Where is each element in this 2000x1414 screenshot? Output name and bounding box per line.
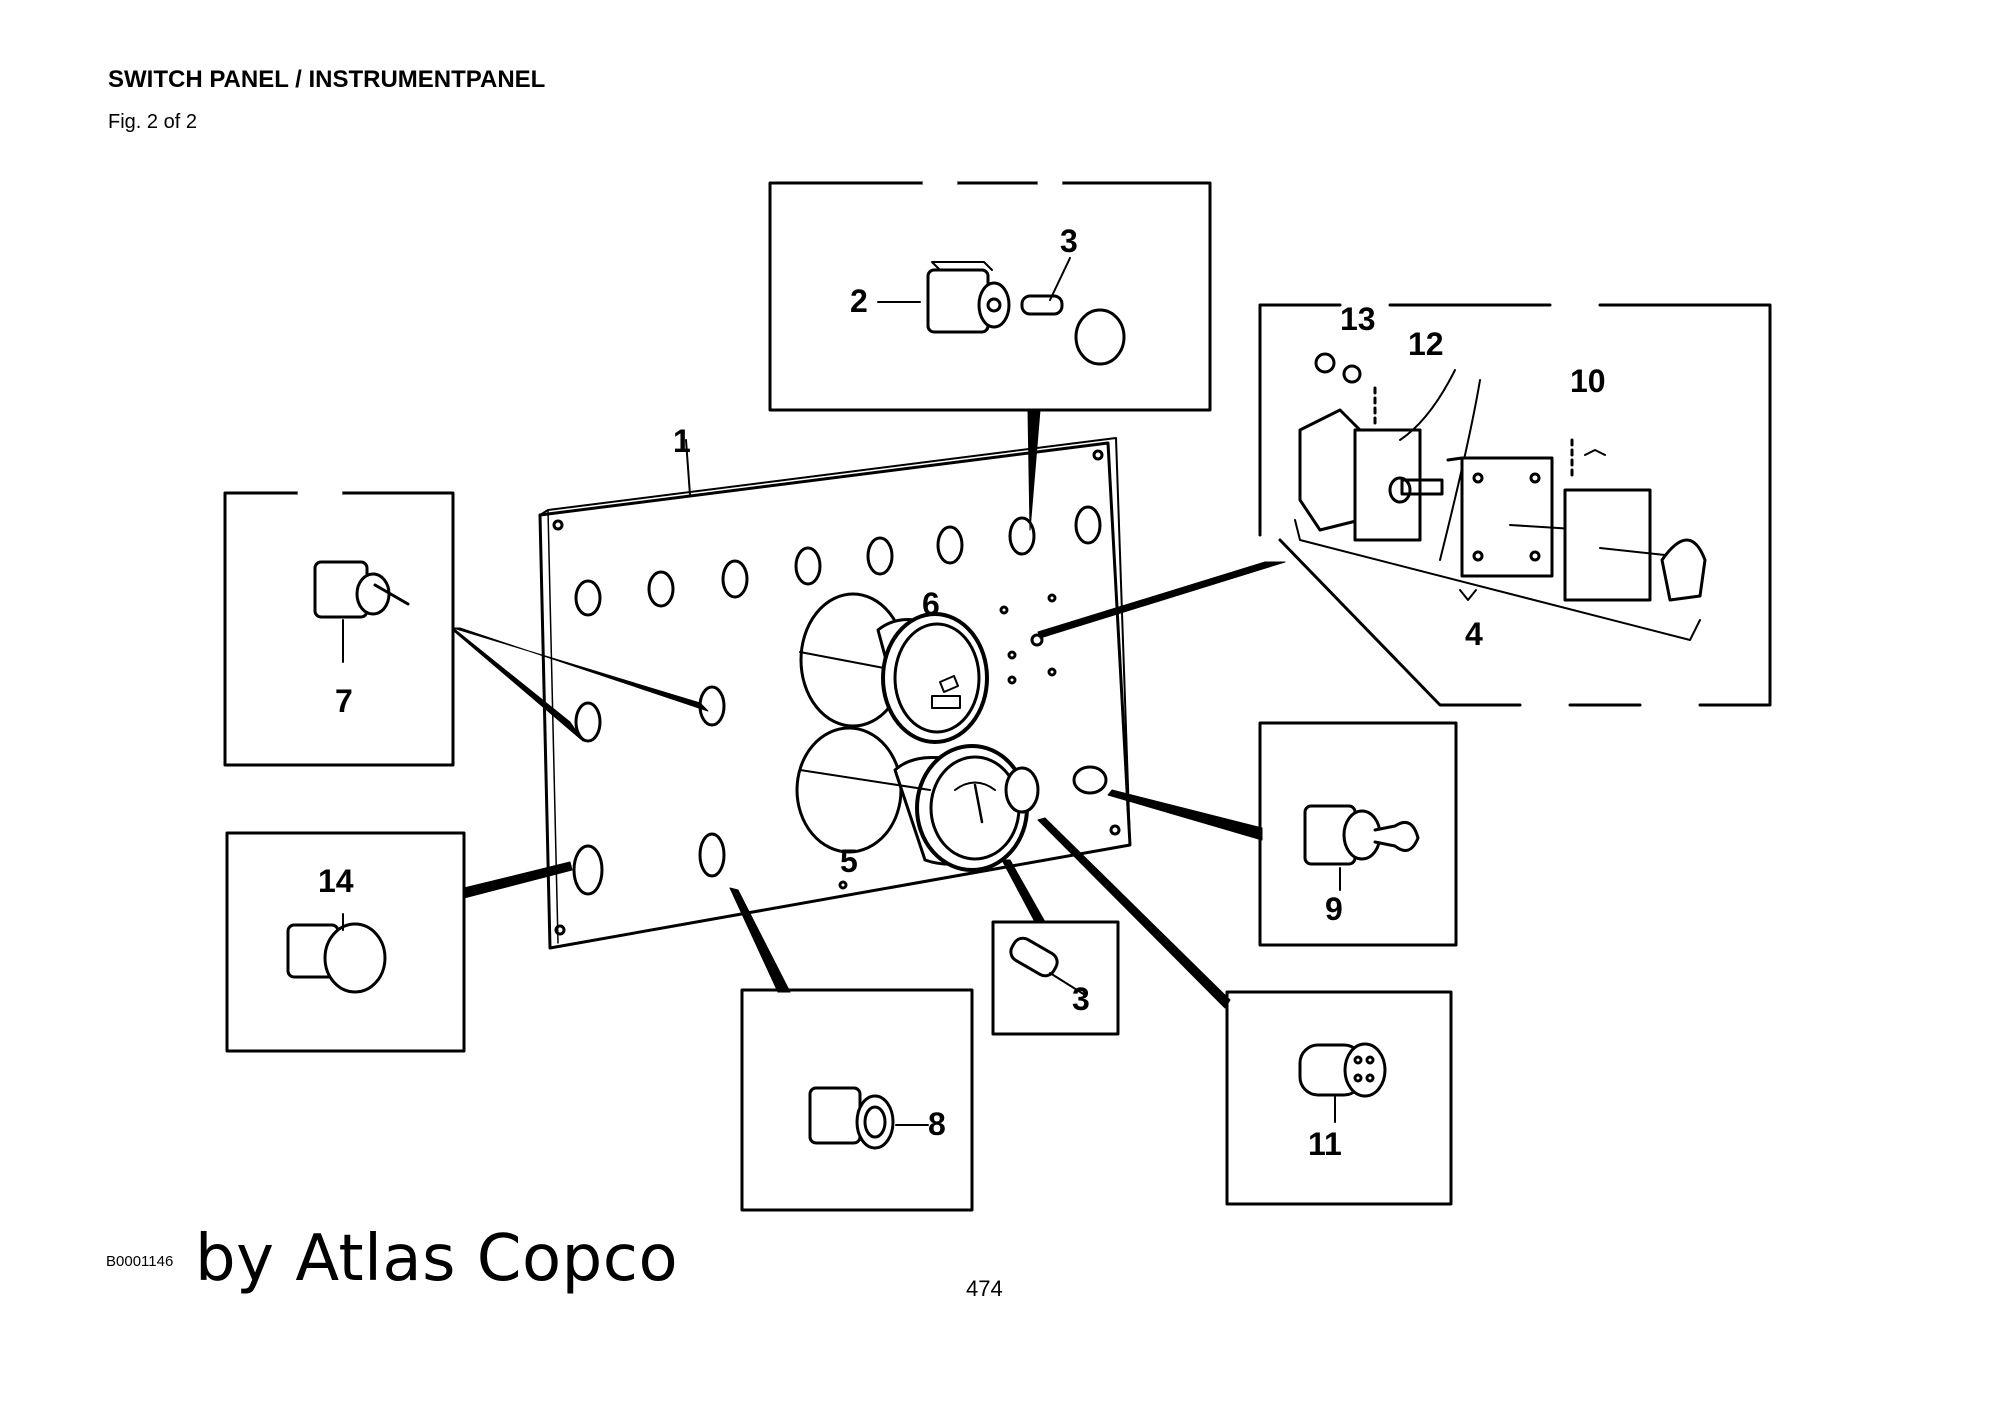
- callout-2: 2: [850, 283, 868, 319]
- page-number: 474: [966, 1276, 1003, 1301]
- callout-box-push-button: [768, 180, 1212, 531]
- callout-9: 9: [1325, 891, 1343, 927]
- panel-hole-row: [574, 505, 1102, 617]
- figure-number: Fig. 2 of 2: [108, 111, 197, 133]
- callout-8: 8: [928, 1106, 946, 1142]
- callout-6: 6: [922, 586, 940, 622]
- callout-3-top: 3: [1060, 223, 1078, 259]
- callout-3-lower: 3: [1072, 981, 1090, 1017]
- temperature-gauge: [795, 726, 1040, 872]
- callout-box-pilot-light: [729, 887, 974, 1212]
- diagram-title: SWITCH PANEL / INSTRUMENTPANEL: [108, 66, 546, 93]
- callout-box-emergency-button: [225, 831, 573, 1053]
- callout-box-rotary-switch: [223, 490, 709, 767]
- callout-box-connector: [1037, 817, 1453, 1206]
- hour-meter-gauge: [799, 592, 989, 744]
- callout-box-lamp: [991, 859, 1120, 1036]
- callout-box-key-switch: [1107, 721, 1458, 947]
- callout-10: 10: [1570, 363, 1606, 399]
- callout-7: 7: [335, 683, 353, 719]
- callout-14: 14: [318, 863, 354, 899]
- callout-13: 13: [1340, 301, 1376, 337]
- callout-box-selector-switch: [1037, 303, 1772, 707]
- drawing-code: B0001146: [106, 1253, 174, 1270]
- callout-11: 11: [1308, 1126, 1342, 1162]
- callout-1: 1: [673, 423, 691, 459]
- callout-4: 4: [1465, 616, 1483, 652]
- callout-12: 12: [1408, 326, 1444, 362]
- brand-text: by Atlas Copco: [195, 1222, 679, 1296]
- callout-5: 5: [840, 843, 858, 879]
